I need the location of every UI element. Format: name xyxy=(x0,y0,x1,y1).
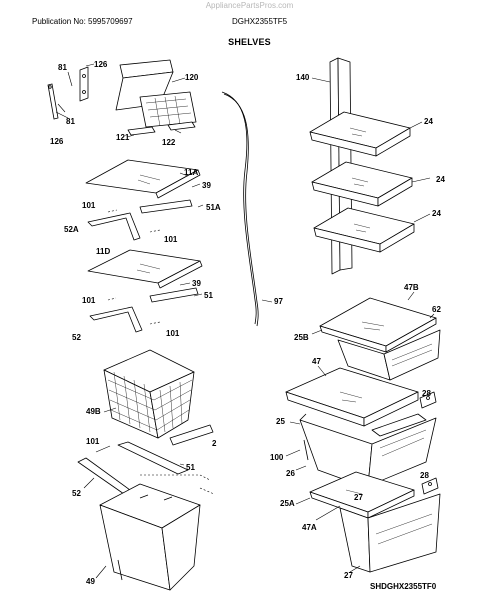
callout-49: 49 xyxy=(86,577,95,586)
page-title: SHELVES xyxy=(228,37,271,47)
callout-52a: 52A xyxy=(64,225,79,234)
callout-11a: 11A xyxy=(184,168,198,177)
callout-51: 51 xyxy=(204,291,213,300)
callout-52: 52 xyxy=(72,333,81,342)
crisper-cover-25 xyxy=(285,365,419,427)
callout-81: 81 xyxy=(58,63,67,72)
callout-97: 97 xyxy=(274,297,283,306)
callout-47: 47 xyxy=(312,357,321,366)
callout-140: 140 xyxy=(296,73,310,82)
callout-25b: 25B xyxy=(294,333,309,342)
callout-25a: 25A xyxy=(280,499,295,508)
deli-drawer-25b xyxy=(311,291,441,381)
callout-100: 100 xyxy=(270,453,284,462)
diagram-code: SHDGHX2355TF0 xyxy=(370,582,437,591)
callout-39: 39 xyxy=(192,279,201,288)
glass-shelf-11d xyxy=(87,249,203,333)
callout-101: 101 xyxy=(164,235,178,244)
callout-28: 28 xyxy=(420,471,429,480)
meat-drawer-27 xyxy=(295,471,441,573)
wire-basket-49b xyxy=(103,349,214,446)
callout-26: 26 xyxy=(286,469,295,478)
callout-28: 28 xyxy=(422,389,431,398)
glass-shelf-11a xyxy=(85,159,204,241)
callout-2: 2 xyxy=(212,439,217,448)
callout-122: 122 xyxy=(162,138,176,147)
slide-rails-lower-left xyxy=(77,441,215,495)
callout-81: 81 xyxy=(66,117,75,126)
hinge-bracket-81-126 xyxy=(47,63,95,120)
callout-11d: 11D xyxy=(96,247,110,256)
callout-51: 51 xyxy=(186,463,195,472)
callout-101: 101 xyxy=(166,329,180,338)
callout-121: 121 xyxy=(116,133,130,142)
watermark: AppliancePartsPros.com xyxy=(205,1,294,10)
model-number: DGHX2355TF5 xyxy=(232,17,288,26)
callout-62: 62 xyxy=(432,305,441,314)
callout-52: 52 xyxy=(72,489,81,498)
callout-24: 24 xyxy=(432,209,441,218)
callout-126: 126 xyxy=(94,60,108,69)
callout-49b: 49B xyxy=(86,407,101,416)
callout-47b: 47B xyxy=(404,283,419,292)
callout-101: 101 xyxy=(82,296,96,305)
pan-49 xyxy=(95,483,201,591)
callout-25: 25 xyxy=(276,417,285,426)
callout-27: 27 xyxy=(344,571,353,580)
glass-shelves-24 xyxy=(309,111,431,253)
door-gasket-97 xyxy=(221,91,273,327)
shelf-120 xyxy=(115,59,197,138)
callout-51a: 51A xyxy=(206,203,221,212)
callout-120: 120 xyxy=(185,73,199,82)
publication-number: Publication No: 5995709697 xyxy=(32,17,133,26)
callout-24: 24 xyxy=(436,175,445,184)
callout-126: 126 xyxy=(50,137,64,146)
callout-101: 101 xyxy=(82,201,96,210)
callout-24: 24 xyxy=(424,117,433,126)
callout-39: 39 xyxy=(202,181,211,190)
callout-101: 101 xyxy=(86,437,100,446)
callout-47a: 47A xyxy=(302,523,317,532)
callout-27: 27 xyxy=(354,493,363,502)
crisper-drawer-27 xyxy=(285,391,437,493)
